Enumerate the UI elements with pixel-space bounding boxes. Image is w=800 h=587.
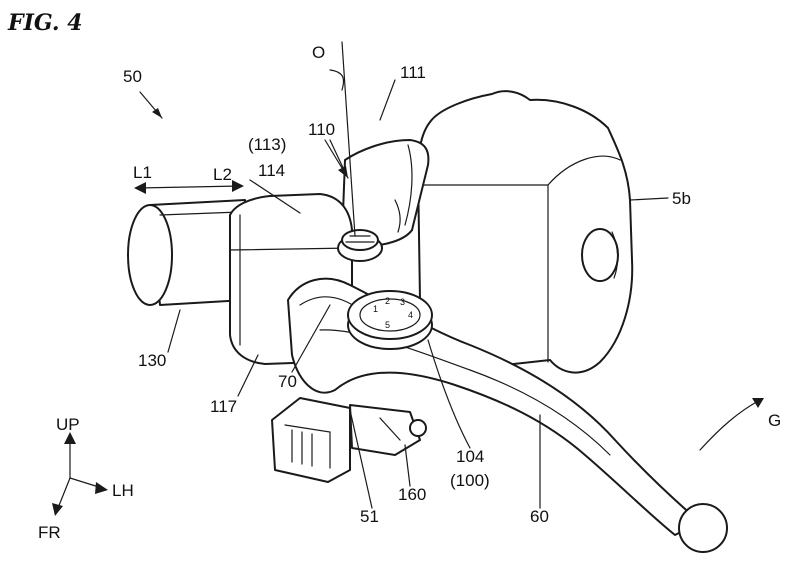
label-111: 111: [400, 63, 426, 82]
lever-tip: [679, 504, 727, 552]
arrow-110: [330, 140, 345, 172]
housing-port: [582, 229, 618, 281]
housing-body: [418, 91, 632, 372]
label-lh: LH: [112, 481, 134, 500]
coordinate-axes: [52, 432, 108, 516]
l1-l2-arrow: [138, 186, 240, 188]
dial-mark-4: 4: [408, 310, 413, 320]
bolt-114: [338, 230, 382, 261]
label-l2: L2: [213, 165, 232, 184]
label-fr: FR: [38, 523, 61, 542]
label-60: 60: [530, 507, 549, 526]
label-114: 114: [258, 161, 285, 180]
dial-mark-3: 3: [400, 297, 405, 307]
dial-104: 1 2 3 4 5: [348, 291, 432, 349]
label-axis-o: O: [312, 43, 325, 62]
figure-title: FIG. 4: [7, 10, 83, 36]
label-70: 70: [278, 372, 297, 391]
label-l1: L1: [133, 163, 152, 182]
label-100: (100): [450, 471, 490, 490]
label-g: G: [768, 411, 781, 430]
label-5b: 5b: [672, 189, 691, 208]
arrow-50-head: [152, 108, 162, 118]
label-assembly: 50: [123, 67, 142, 86]
label-51: 51: [360, 507, 379, 526]
label-110: 110: [308, 120, 335, 139]
dial-mark-2: 2: [385, 296, 390, 306]
dial-mark-5: 5: [385, 320, 390, 330]
label-160: 160: [398, 485, 426, 504]
cylinder-130: [128, 200, 245, 305]
dial-mark-1: 1: [373, 304, 378, 314]
rotation-g-arrow: [700, 400, 760, 450]
connector-160: [272, 398, 426, 482]
label-up: UP: [56, 415, 80, 434]
label-104: 104: [456, 447, 484, 466]
label-113: (113): [248, 135, 286, 154]
label-130: 130: [138, 351, 166, 370]
label-117: 117: [210, 397, 237, 416]
